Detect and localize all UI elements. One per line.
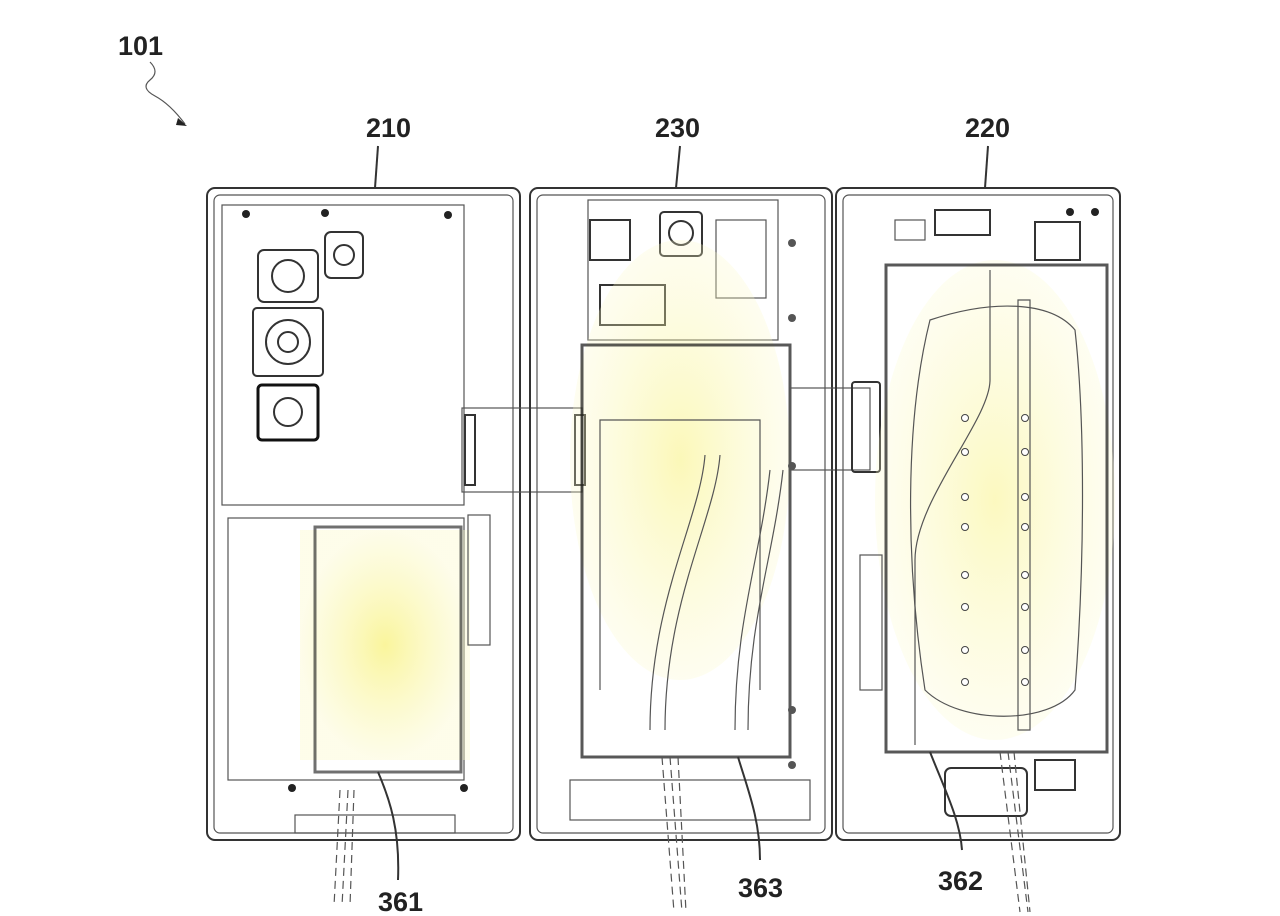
- leader-arrow: [145, 61, 186, 125]
- hinge-left: [461, 407, 586, 493]
- label-363: 363: [738, 873, 783, 903]
- label-220: 220: [965, 113, 1010, 143]
- housing-230: 230 363: [529, 113, 833, 913]
- label-230: 230: [655, 113, 700, 143]
- label-210: 210: [366, 113, 411, 143]
- label-362: 362: [938, 866, 983, 896]
- battery-361: [313, 525, 463, 774]
- battery-362: [884, 263, 1109, 754]
- housing-210: 210 361: [206, 113, 521, 916]
- housing-220: 220 362: [835, 113, 1121, 913]
- hinge-right: [789, 381, 881, 473]
- label-101: 101: [118, 31, 163, 61]
- label-361: 361: [378, 887, 423, 916]
- arrow-head-icon: [176, 118, 187, 126]
- device-reference: 101: [118, 31, 187, 126]
- battery-363: [580, 343, 792, 759]
